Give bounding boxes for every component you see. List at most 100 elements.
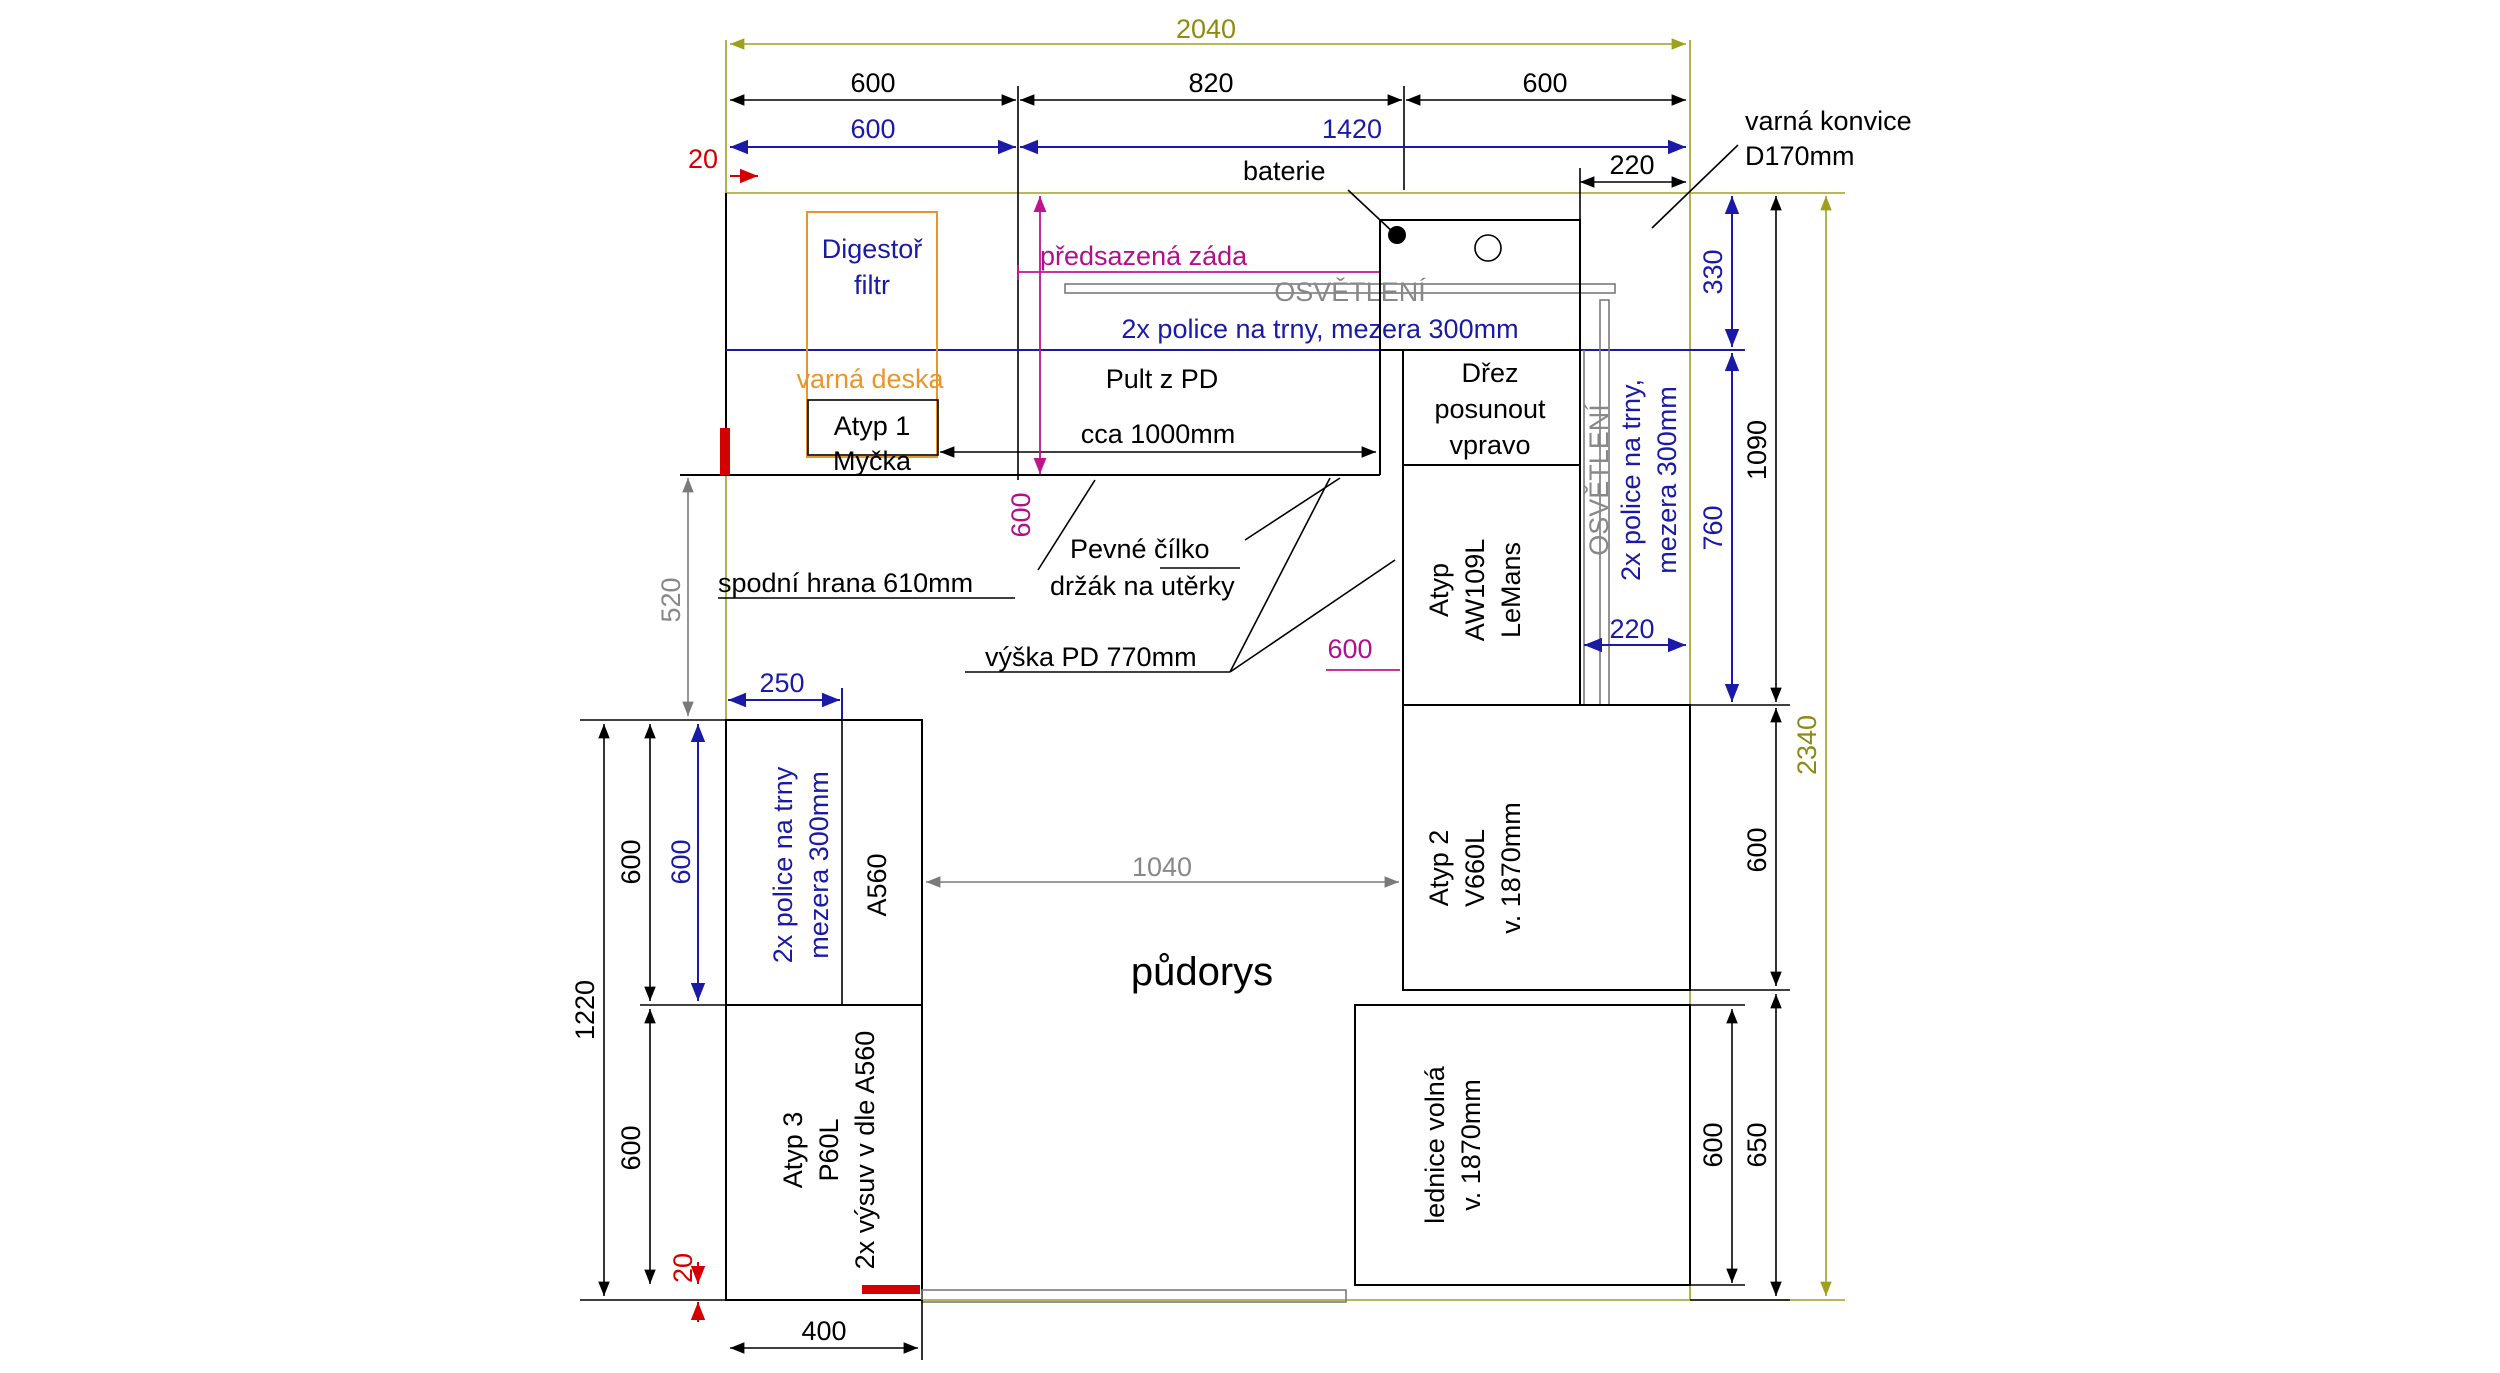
hood-filter-label: filtr: [854, 270, 890, 300]
dim-label: 600: [1742, 827, 1772, 872]
fixed-bar-label: Pevné čílko: [1070, 534, 1210, 564]
dim-label: 220: [1609, 150, 1654, 180]
dimension-220-top: 220: [1579, 150, 1686, 220]
dimension-250: 250: [728, 668, 843, 720]
dim-label: 600: [1698, 1122, 1728, 1167]
a560-label: A560: [862, 853, 892, 916]
offset-back-label: předsazená záda: [1040, 241, 1248, 271]
dimension-330-760: 330 760: [1690, 196, 1790, 706]
shelves-top-label: 2x police na trny, mezera 300mm: [1121, 314, 1518, 344]
dimension-600-left-blue: 600: [666, 724, 706, 1001]
dim-label: 250: [759, 668, 804, 698]
dim-label: 330: [1698, 249, 1728, 294]
fridge: lednice volná v. 1870mm: [1354, 1004, 1691, 1286]
offset-back-panel: předsazená záda: [1017, 241, 1380, 280]
lighting-right: OSVĚTLENÍ: [1583, 299, 1614, 706]
dim-label: 600: [616, 1125, 646, 1170]
dim-label: 220: [1609, 614, 1654, 644]
atyp2-label: Atyp 2: [1424, 830, 1454, 907]
atyp-aw-name-label: LeMans: [1496, 542, 1526, 638]
dimension-650: 650: [1690, 994, 1790, 1301]
dimension-600-left: 600 600: [616, 724, 726, 1284]
dim-label: 760: [1698, 505, 1728, 550]
atyp1-label: Atyp 1: [834, 411, 911, 441]
dimension-red-20-bottom: 20: [668, 1253, 706, 1322]
dimension-row-black: 600 820 600: [730, 68, 1686, 480]
lighting-top-label: OSVĚTLENÍ: [1274, 276, 1426, 307]
sink-right-label: vpravo: [1449, 430, 1530, 460]
dim-label: 1040: [1132, 852, 1192, 882]
dimension-2340: 2340: [1792, 196, 1832, 1296]
cooktop-label: varná deska: [796, 364, 944, 394]
faucet-icon: [1388, 226, 1406, 244]
dim-label: cca 1000mm: [1081, 419, 1236, 449]
kettle-icon: [1474, 234, 1502, 262]
atyp2-cabinet: Atyp 2 V660L v. 1870mm: [1402, 704, 1691, 991]
dim-label: 2040: [1176, 14, 1236, 44]
atyp3-cabinet: Atyp 3 P60L 2x výsuv v dle A560: [725, 1004, 923, 1301]
dimension-600-magenta-vertical: 600: [1006, 196, 1047, 538]
dimension-1000: cca 1000mm: [940, 419, 1376, 458]
atyp2-model-label: V660L: [1460, 829, 1490, 907]
kettle-annotation: varná konvice D170mm: [1651, 106, 1912, 229]
fridge-label: lednice volná: [1420, 1065, 1450, 1224]
lighting-top: OSVĚTLENÍ: [1064, 276, 1616, 307]
fridge-height-label: v. 1870mm: [1456, 1079, 1486, 1211]
dim-label: 600: [666, 839, 696, 884]
dim-600-magenta-horizontal: 600: [1327, 634, 1372, 664]
dim-label: 650: [1742, 1122, 1772, 1167]
left-upper-cabinet: 2x police na trny mezera 300mm A560: [725, 719, 923, 1006]
dimension-1090: 1090: [1742, 196, 1782, 702]
red-wall-segment: [720, 428, 730, 475]
bottom-edge-label: spodní hrana 610mm: [718, 568, 973, 598]
red-bottom-segment: [862, 1285, 920, 1294]
dim-label: 1420: [1322, 114, 1382, 144]
annotation-leaders: spodní hrana 610mm Pevné čílko držák na …: [718, 477, 1396, 673]
dim-label: 820: [1188, 68, 1233, 98]
dim-label: 600: [1522, 68, 1567, 98]
dim-label: 600: [850, 68, 895, 98]
dim-label: 400: [801, 1316, 846, 1346]
dimension-red-20-top: 20: [688, 144, 758, 184]
counter-height-label: výška PD 770mm: [985, 642, 1197, 672]
sink-label: Dřez: [1461, 358, 1518, 388]
counter-label: Pult z PD: [1106, 364, 1219, 394]
atyp2-height-label: v. 1870mm: [1496, 802, 1526, 934]
atyp1-cabinet: Atyp 1 Myčka: [807, 399, 939, 476]
faucet-annotation: baterie: [1243, 156, 1396, 235]
dim-label: 520: [656, 577, 686, 622]
dimension-400: 400: [730, 1300, 923, 1360]
shelves-left-label: 2x police na trny: [768, 766, 798, 963]
dim-label: 600: [1006, 492, 1036, 537]
dim-label: 1090: [1742, 420, 1772, 480]
atyp3-model-label: P60L: [814, 1118, 844, 1181]
hood-filter: Digestoř filtr: [806, 211, 938, 458]
dim-label: 20: [668, 1253, 698, 1283]
shelves-left-gap-label: mezera 300mm: [804, 771, 834, 959]
dishwasher-label: Myčka: [833, 446, 912, 476]
kettle-size-label: D170mm: [1745, 141, 1855, 171]
dimension-1040: 1040: [926, 852, 1399, 888]
dim-label: 20: [688, 144, 718, 174]
dimension-600-fridge: 600: [1690, 1004, 1745, 1286]
dimension-520: 520: [656, 478, 694, 716]
dimension-row-blue: 600 1420: [730, 114, 1686, 155]
atyp-aw-model-label: AW109L: [1460, 539, 1490, 642]
dim-label: 1220: [570, 980, 600, 1040]
dimension-220-mid: 220: [1584, 614, 1686, 653]
dim-label: 2340: [1792, 715, 1822, 775]
kettle-label: varná konvice: [1745, 106, 1912, 136]
sink-move-label: posunout: [1434, 394, 1546, 424]
dimension-2040: 2040: [730, 14, 1686, 50]
dimension-1220: 1220: [570, 719, 726, 1301]
faucet-label: baterie: [1243, 156, 1326, 186]
plan-title: půdorys: [1131, 950, 1273, 994]
hood-label: Digestoř: [822, 234, 924, 264]
sink-area: Dřez posunout vpravo: [1379, 219, 1581, 466]
room-outline: [725, 40, 1845, 1301]
dimension-600-right: 600: [1690, 708, 1790, 991]
dim-label: 600: [616, 839, 646, 884]
dim-label: 600: [850, 114, 895, 144]
shelves-right-label: 2x police na trny,: [1616, 379, 1646, 581]
